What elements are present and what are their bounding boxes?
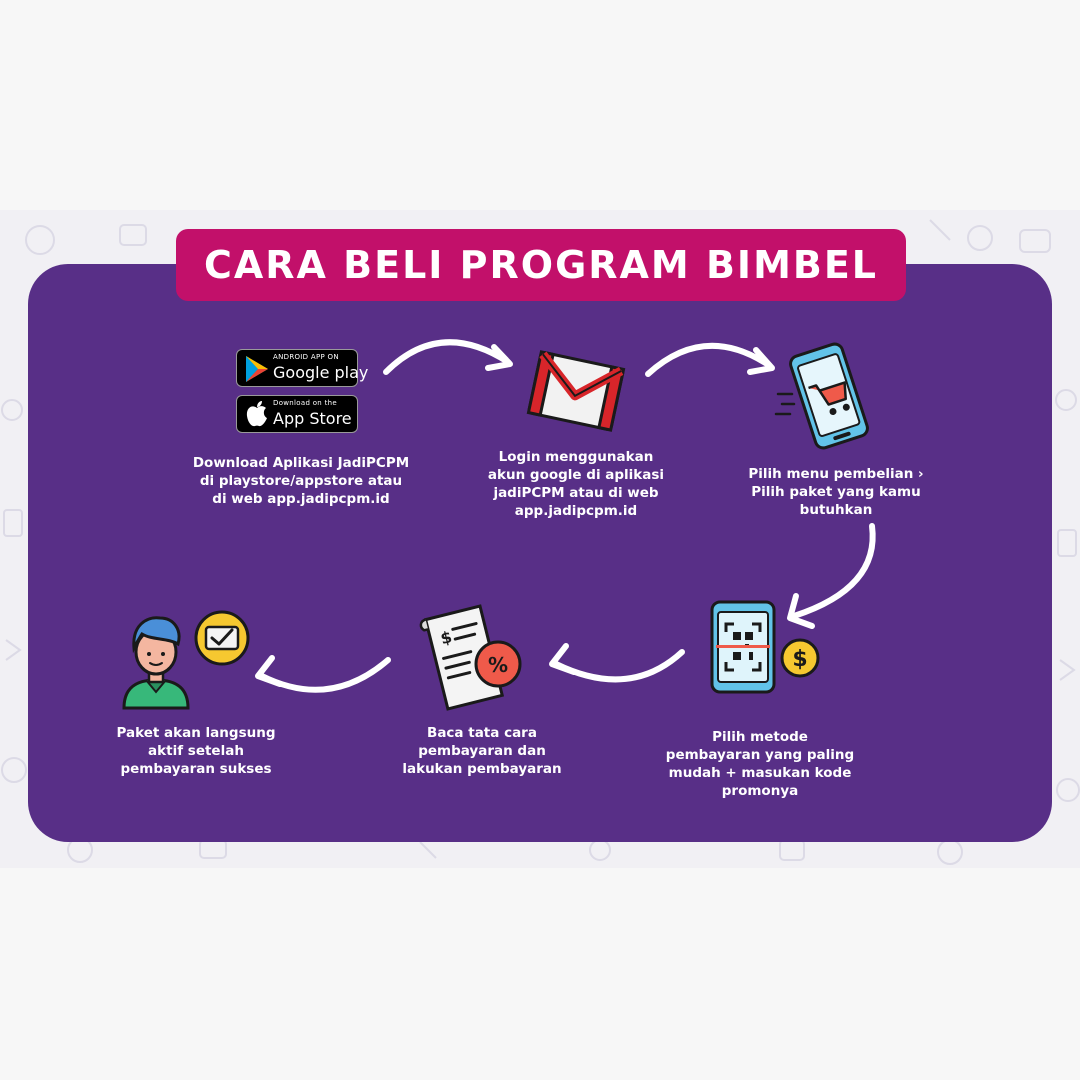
step-1-text: Download Aplikasi JadiPCPM di playstore/… <box>192 455 410 507</box>
svg-text:$: $ <box>792 647 807 672</box>
apple-icon <box>246 401 267 427</box>
arrow-2-to-3 <box>645 342 773 377</box>
svg-text:$: $ <box>438 627 453 648</box>
step-4-text: Pilih metode pembayaran yang paling muda… <box>665 729 855 799</box>
google-play-badge[interactable]: ANDROID APP ON Google play <box>236 349 368 387</box>
phone-cart-icon <box>774 342 869 450</box>
gmail-envelope-icon <box>526 350 626 432</box>
google-play-icon <box>246 356 268 382</box>
user-check-icon <box>122 610 250 710</box>
doodle-pattern <box>1 219 1080 865</box>
app-store-badge[interactable]: Download on the App Store <box>236 395 358 433</box>
step-5-text: Baca tata cara pembayaran dan lakukan pe… <box>402 725 562 777</box>
step-3-text: Pilih menu pembelian › Pilih paket yang … <box>748 466 924 518</box>
app-store-small-text: Download on the <box>273 399 337 407</box>
invoice-discount-icon: $ % <box>419 604 522 711</box>
svg-text:%: % <box>488 653 508 677</box>
arrow-3-to-4 <box>791 523 876 619</box>
title-banner: CARA BELI PROGRAM BIMBEL <box>176 229 906 301</box>
app-store-big-text: App Store <box>273 409 352 428</box>
arrow-4-to-5 <box>553 649 685 683</box>
phone-qr-payment-icon: $ <box>710 600 820 694</box>
google-play-big-text: Google play <box>273 363 369 382</box>
page-title: CARA BELI PROGRAM BIMBEL <box>203 243 879 287</box>
step-6-text: Paket akan langsung aktif setelah pembay… <box>116 725 276 777</box>
google-play-small-text: ANDROID APP ON <box>273 353 339 361</box>
step-2-text: Login menggunakan akun google di aplikas… <box>487 449 665 519</box>
arrow-1-to-2 <box>383 339 511 375</box>
